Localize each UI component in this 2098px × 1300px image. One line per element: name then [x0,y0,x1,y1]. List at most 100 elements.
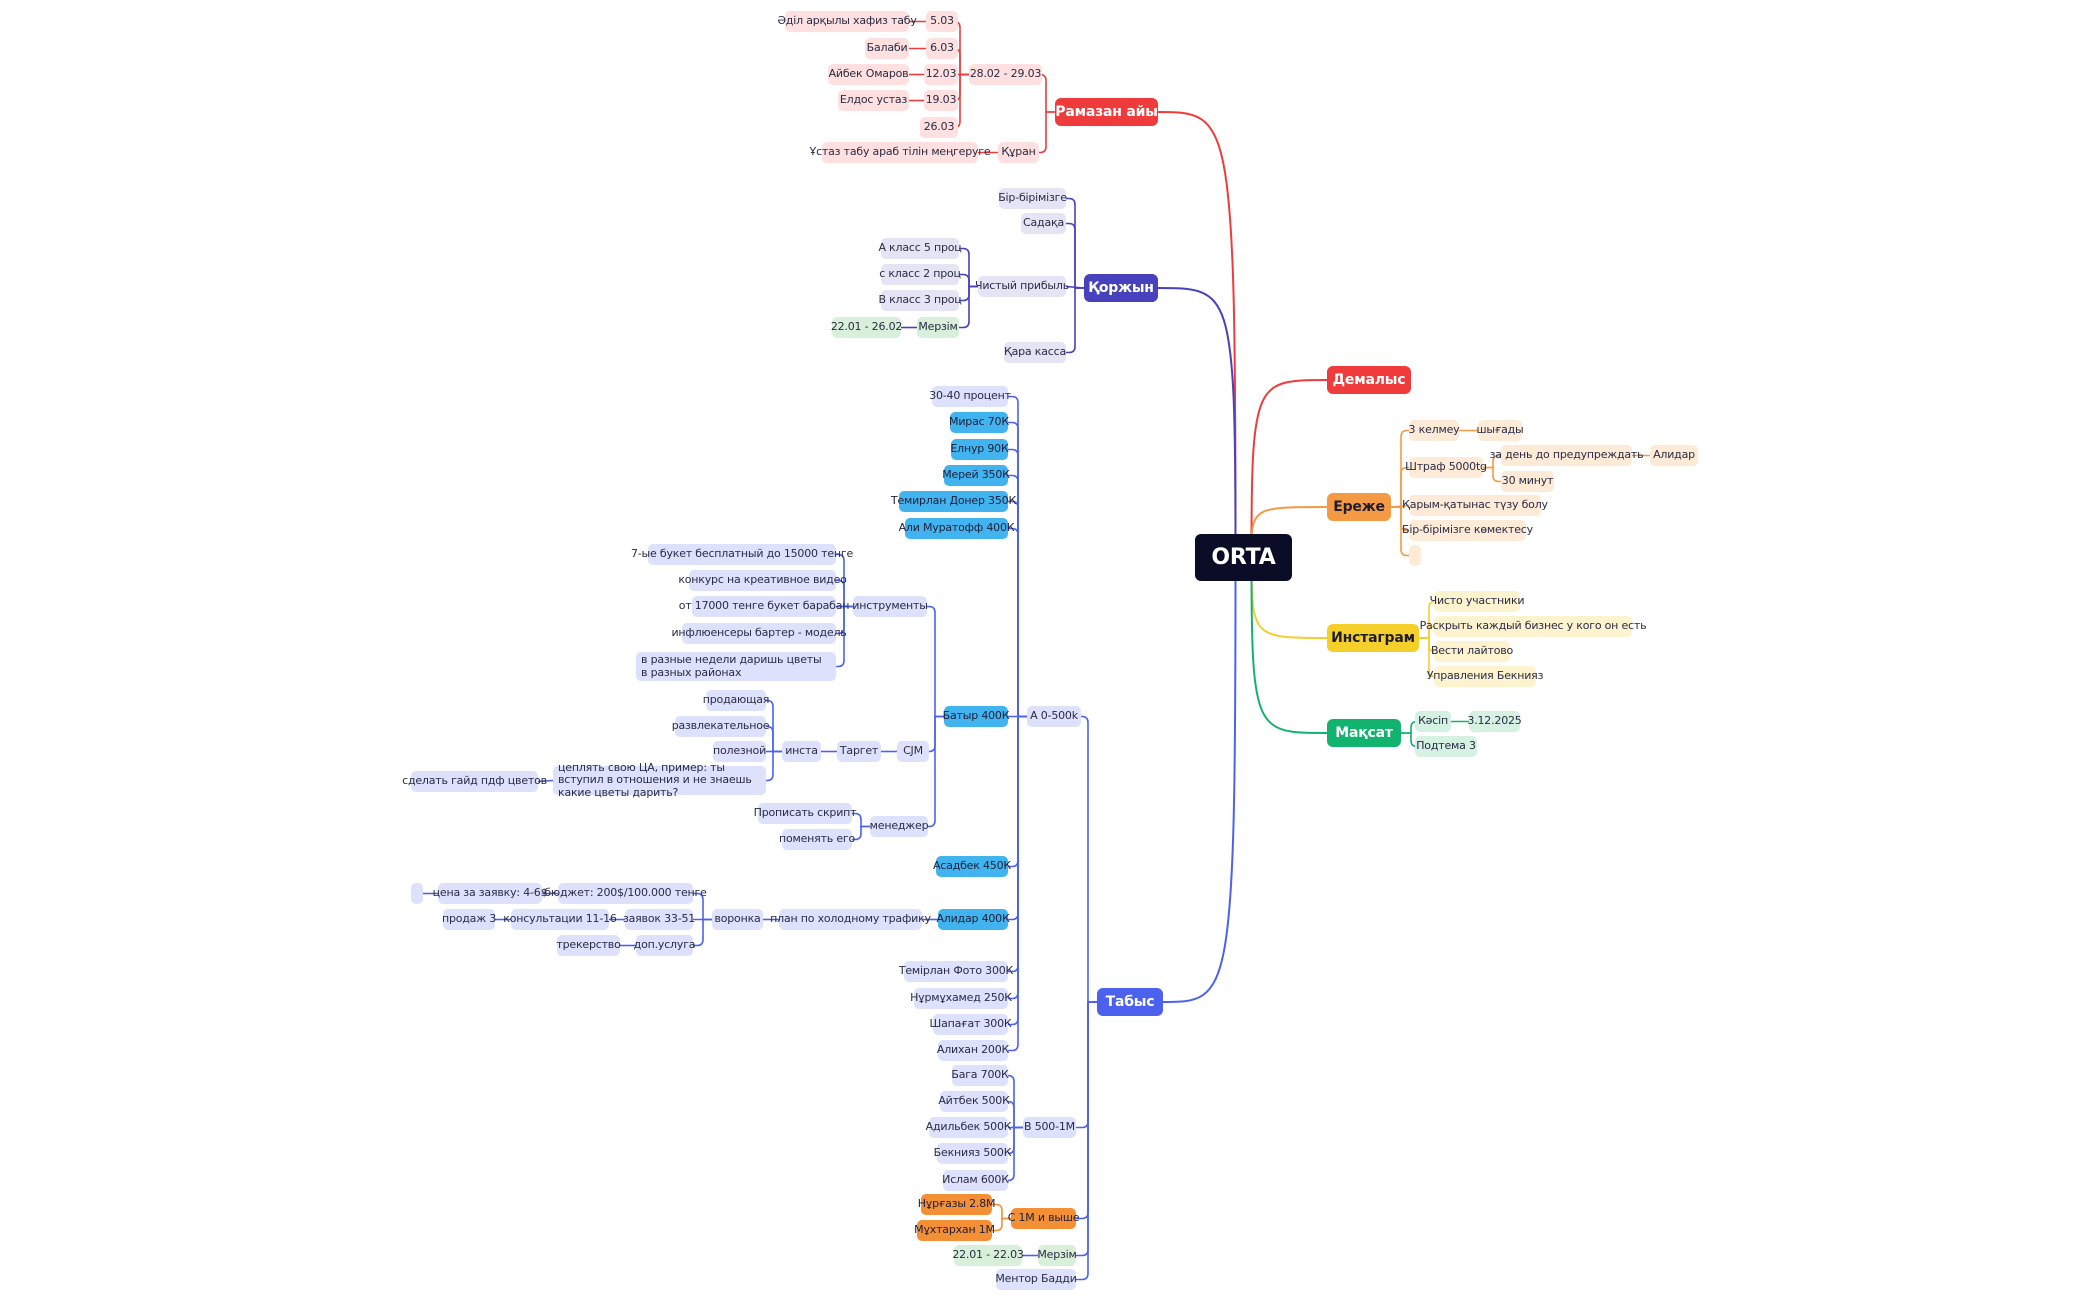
node-tabys[interactable]: Табыс [1097,988,1163,1016]
node-cjm[interactable]: CJM [897,741,929,762]
node-prodazh[interactable]: продаж 3 [442,909,496,930]
node-miras[interactable]: Мирас 70К [949,412,1009,433]
node-budzhet[interactable]: бюджет: 200$/100.000 тенге [544,883,707,904]
node-buket7[interactable]: 7-ые букет бесплатный до 15000 тенге [631,544,853,565]
node-mukhtar[interactable]: Мұхтархан 1М [914,1220,995,1241]
connector-a0500-miras [1008,421,1027,718]
node-chisto[interactable]: Чисто участники [1430,591,1525,612]
node-voronka[interactable]: воронка [712,909,763,930]
node-influ[interactable]: инфлюенсеры бартер - модель [671,623,847,644]
node-shapagat[interactable]: Шапағат 300К [930,1014,1012,1035]
node-kasip[interactable]: Кәсіп [1415,711,1451,732]
node-adilbek[interactable]: Адильбек 500К [926,1117,1012,1138]
node-karakassa[interactable]: Қара касса [1004,342,1066,363]
node-konkurs[interactable]: конкурс на креативное видео [678,570,847,591]
node-quran[interactable]: Құран [998,142,1039,163]
node-aklass[interactable]: А класс 5 проц [878,238,962,259]
node-proc3040[interactable]: 30-40 процент [929,386,1011,407]
node-kasip-date[interactable]: 3.12.2025 [1467,711,1522,732]
node-zayavok[interactable]: заявок 33-51 [623,909,695,930]
node-d1203[interactable]: 12.03 [924,64,958,85]
node-merzim2-date[interactable]: 22.01 - 22.03 [952,1245,1024,1266]
node-korzhyn[interactable]: Қоржын [1084,274,1158,302]
node-merzim1-date[interactable]: 22.01 - 26.02 [831,317,902,338]
node-target[interactable]: Таргет [837,741,881,762]
node-b5001m[interactable]: B 500-1M [1023,1117,1076,1138]
node-nurmuhamed[interactable]: Нұрмұхамед 250К [910,988,1012,1009]
node-alidar-e[interactable]: Алидар [1650,445,1698,466]
node-dopusluga[interactable]: доп.услуга [634,935,696,956]
node-chisty[interactable]: Чистый прибыль [975,276,1069,297]
node-kelmeu[interactable]: 3 келмеу [1409,420,1460,441]
node-erezhe[interactable]: Ереже [1327,493,1391,521]
node-alidar4[interactable]: Алидар 400К [936,909,1010,930]
node-cena-empty[interactable] [411,883,423,904]
node-gaid[interactable]: сделать гайд пдф цветов [402,771,547,792]
node-upravl[interactable]: Управления Бекнияз [1427,666,1543,687]
node-skript[interactable]: Прописать скрипт [754,803,857,824]
node-bekniyaz[interactable]: Бекнияз 500К [934,1143,1012,1164]
node-maksat[interactable]: Мақсат [1327,719,1401,747]
node-polezn[interactable]: полезной [713,741,766,762]
node-bklass[interactable]: В класс 3 проц [878,290,962,311]
node-asadbek[interactable]: Асадбек 450К [933,856,1011,877]
node-erezhe-empty[interactable] [1409,545,1421,566]
node-ot17000[interactable]: от 17000 тенге букет барабан [679,596,849,617]
node-elnur[interactable]: Елнур 90К [950,439,1009,460]
node-komek[interactable]: Бір-бірімізге көмектесу [1402,520,1533,541]
node-r1203[interactable]: Айбек Омаров [828,64,909,85]
node-birbirimizge[interactable]: Бір-бірімізге [998,188,1067,209]
node-merei[interactable]: Мерей 350К [942,465,1010,486]
node-root[interactable]: ORTA [1195,534,1292,581]
node-prodayushaya[interactable]: продающая [703,690,769,711]
node-nurgazy[interactable]: Нұрғазы 2.8М [918,1194,996,1215]
node-aitbek[interactable]: Айтбек 500К [938,1091,1010,1112]
node-konsult[interactable]: консультации 11-16 [503,909,617,930]
node-min30[interactable]: 30 минут [1501,471,1554,492]
node-insta[interactable]: инста [782,741,821,762]
node-c1m[interactable]: С 1М и выше [1008,1208,1080,1229]
node-karym[interactable]: Қарым-қатынас түзу болу [1402,495,1548,516]
node-instagram[interactable]: Инстаграм [1327,624,1419,652]
node-shtraf[interactable]: Штраф 5000tg [1405,457,1487,478]
node-pomenyat[interactable]: поменять его [779,829,855,850]
node-ramazan-dates[interactable]: 28.02 - 29.03 [969,64,1042,85]
node-a0500[interactable]: А 0-500k [1027,706,1081,727]
node-temirlan-d[interactable]: Темирлан Донер 350К [891,491,1016,512]
node-merzim1[interactable]: Мерзім [917,317,959,338]
node-baga[interactable]: Бага 700К [951,1065,1009,1086]
node-raznye[interactable]: в разные недели даришь цветы в разных ра… [636,652,836,681]
node-cklass[interactable]: с класс 2 проц [879,264,961,285]
node-r503[interactable]: Әділ арқылы хафиз табу [777,11,917,32]
node-merzim2[interactable]: Мерзім [1037,1245,1077,1266]
node-cena[interactable]: цена за заявку: 4-6$ [433,883,548,904]
node-ali[interactable]: Али Муратофф 400К [899,518,1015,539]
connector-c1m-mukhtar [992,1217,1011,1232]
node-batyr[interactable]: Батыр 400К [943,706,1010,727]
node-r603[interactable]: Балаби [865,38,909,59]
node-menedzher[interactable]: менеджер [870,816,929,837]
node-plan[interactable]: план по холодному трафику [770,909,931,930]
node-quran-c[interactable]: Ұстаз табу араб тілін меңгеруге [810,142,991,163]
node-alikhan[interactable]: Алихан 200К [937,1040,1009,1061]
node-r1903[interactable]: Елдос устаз [838,90,909,111]
node-podtema[interactable]: Подтема 3 [1415,736,1477,757]
node-d1903[interactable]: 19.03 [924,90,958,111]
node-temirlan-f[interactable]: Темірлан Фото 300К [899,961,1013,982]
node-zaden[interactable]: за день до предупреждать [1490,445,1644,466]
node-d503[interactable]: 5.03 [926,11,958,32]
node-trekerstvo[interactable]: трекерство [556,935,621,956]
node-sadaka[interactable]: Садақа [1021,213,1066,234]
node-demalys[interactable]: Демалыс [1327,366,1411,394]
node-mentor[interactable]: Ментор Бадди [995,1269,1077,1290]
node-d603[interactable]: 6.03 [926,38,958,59]
node-razvlek[interactable]: развлекательное [672,716,770,737]
node-instrumenty[interactable]: инструменты [852,596,928,617]
node-islam[interactable]: Ислам 600К [942,1170,1009,1191]
node-shygady[interactable]: шығады [1476,420,1524,441]
node-vesti[interactable]: Вести лайтово [1431,641,1513,662]
node-ceplyat[interactable]: цеплять свою ЦА, пример: ты вступил в от… [553,761,766,799]
node-raskryt[interactable]: Раскрыть каждый бизнес у кого он есть [1420,616,1647,637]
node-d2603[interactable]: 26.03 [920,117,958,138]
node-ramazan[interactable]: Рамазан айы [1055,98,1158,126]
